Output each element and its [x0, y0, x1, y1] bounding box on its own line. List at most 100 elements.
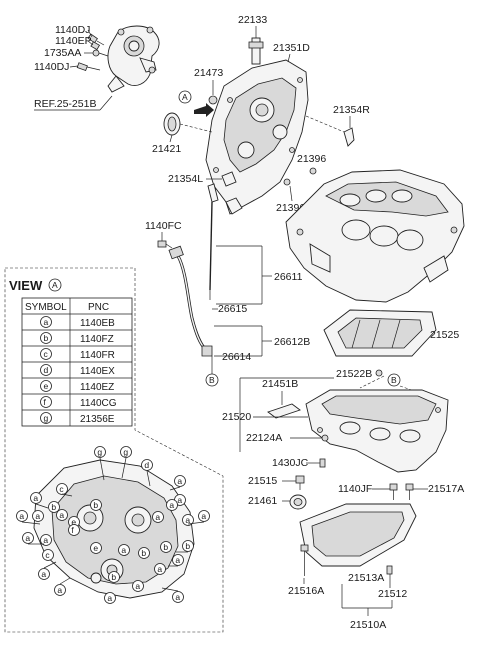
symbol-bubble-letter: a	[57, 585, 62, 595]
callout-b-right-circle	[387, 373, 401, 387]
symbol-bubble	[56, 483, 68, 495]
table-symbol: a	[44, 317, 49, 327]
table-symbol: g	[44, 413, 49, 423]
symbol-bubble	[118, 544, 130, 556]
filter-21461	[289, 494, 307, 510]
label-21351d: 21351D	[273, 42, 310, 54]
bolt-1140jf	[389, 483, 398, 500]
callout-b-left-letter: B	[209, 375, 215, 385]
label-21396-a: 21396	[297, 153, 326, 165]
symbol-bubble	[68, 524, 80, 536]
gasket-21354r	[343, 127, 355, 147]
symbol-bubble-letter: c	[45, 550, 50, 560]
bolt-1140dj-top	[87, 33, 105, 46]
bolt-1430jc	[319, 458, 326, 468]
bolt-1140ep	[90, 41, 101, 51]
label-21517a: 21517A	[428, 483, 464, 495]
table-symbol-circle	[40, 364, 52, 376]
label-21421: 21421	[152, 143, 181, 155]
symbol-bubble	[32, 510, 44, 522]
table-symbol: e	[44, 381, 49, 391]
label-21512: 21512	[378, 588, 407, 600]
label-21354r: 21354R	[333, 104, 370, 116]
table-header-pnc: PNC	[88, 302, 109, 313]
label-22124a: 22124A	[246, 432, 282, 444]
label-21516a: 21516A	[288, 585, 324, 597]
label-22133: 22133	[238, 14, 267, 26]
ref-label: REF.25-251B	[34, 98, 96, 110]
gauge-guide-tube	[168, 245, 213, 357]
callout-a-circle	[178, 90, 192, 104]
symbol-bubble-letter: a	[157, 564, 162, 574]
oil-level-gauge	[207, 183, 219, 300]
symbol-bubble	[182, 540, 194, 552]
table-symbol: b	[44, 333, 49, 343]
symbol-bubble-letter: e	[71, 517, 76, 527]
table-header-symbol: SYMBOL	[25, 302, 67, 313]
plug-21522b	[375, 369, 383, 377]
dowel-21396-a	[309, 167, 317, 175]
symbol-bubble-letter: a	[35, 511, 40, 521]
symbol-bubble	[141, 459, 153, 471]
symbol-bubble-letter: a	[177, 495, 182, 505]
label-21461: 21461	[248, 495, 277, 507]
view-a-engine-front	[33, 459, 195, 599]
label-1140ep: 1140EP	[55, 35, 92, 47]
label-21515: 21515	[248, 475, 277, 487]
symbol-bubble	[94, 446, 106, 458]
bolt-1140dj-bottom	[76, 62, 101, 72]
symbol-bubble-letter: a	[169, 500, 174, 510]
label-1430jc: 1430JC	[272, 457, 309, 469]
table-symbol-circle	[40, 348, 52, 360]
symbol-bubble	[30, 492, 42, 504]
symbol-bubble-letter: a	[59, 510, 64, 520]
symbol-bubble-letter: a	[33, 493, 38, 503]
table-symbol: d	[44, 365, 49, 375]
table-pnc: 1140EB	[80, 318, 115, 329]
label-21510a: 21510A	[350, 619, 386, 631]
label-21473: 21473	[194, 67, 223, 79]
label-1140dj-top: 1140DJ	[55, 24, 90, 36]
callout-a-letter: A	[182, 92, 188, 102]
view-title: VIEW	[9, 278, 43, 293]
label-26615: 26615	[218, 303, 247, 315]
label-21513a: 21513A	[348, 572, 384, 584]
label-1140dj-bottom: 1140DJ	[34, 61, 69, 73]
view-arrow-icon	[194, 103, 214, 117]
symbol-bubble-letter: a	[19, 511, 24, 521]
symbol-bubble-letter: a	[121, 545, 126, 555]
table-symbol-circle	[40, 332, 52, 344]
table-symbol-circle	[40, 380, 52, 392]
baffle-plate-21525	[323, 309, 437, 357]
symbol-bubble-letter: c	[59, 484, 64, 494]
timing-cover-21351d	[205, 59, 309, 215]
symbol-bubble	[152, 511, 164, 523]
symbol-bubble	[22, 532, 34, 544]
view-letter: A	[52, 280, 58, 290]
symbol-bubble-letter: a	[175, 555, 180, 565]
symbol-bubble-letter: a	[135, 581, 140, 591]
bolt-21517a	[405, 483, 414, 500]
symbol-bubble	[40, 534, 52, 546]
lower-oil-pan-21512	[299, 503, 417, 567]
table-symbol-circle	[40, 412, 52, 424]
label-21522b: 21522B	[336, 368, 372, 380]
symbol-bubble-letter: b	[111, 572, 116, 582]
symbol-bubble-letter: b	[163, 542, 168, 552]
table-symbol: f	[44, 397, 47, 407]
label-26612b: 26612B	[274, 336, 310, 348]
drain-plug-21515	[295, 475, 305, 490]
symbol-bubble	[166, 499, 178, 511]
label-1140jf: 1140JF	[338, 483, 372, 495]
symbol-bubble	[172, 591, 184, 603]
drain-bolt-21516a	[300, 544, 309, 576]
table-pnc: 1140EX	[80, 366, 115, 377]
symbol-bubble-letter: b	[185, 541, 190, 551]
table-pnc: 1140FZ	[80, 334, 114, 345]
symbol-bubble-letter: g	[123, 447, 128, 457]
symbol-bubble	[132, 580, 144, 592]
